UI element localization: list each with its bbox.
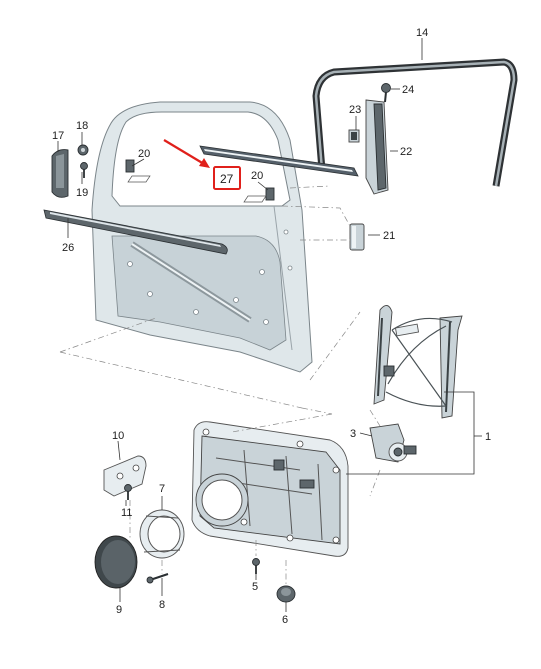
label-9: 9: [116, 604, 122, 616]
bracket-10: [103, 455, 147, 497]
window-motor-3: [369, 423, 417, 463]
highlight-box-27: [213, 166, 241, 190]
label-20-left: 20: [138, 148, 150, 160]
screw-11: [124, 484, 132, 500]
clip-20-left: [125, 159, 151, 183]
cover-disc-9: [94, 535, 138, 589]
part-labels: 14 24 23 22 21 17 18 19 20 20 27 26 10 1…: [52, 27, 491, 626]
screw-5: [252, 558, 260, 574]
speaker-ring-7: [139, 509, 185, 559]
clip-20-right: [243, 187, 275, 203]
label-7: 7: [159, 483, 165, 495]
label-22: 22: [400, 146, 412, 158]
label-18: 18: [76, 120, 88, 132]
cover-21: [349, 223, 365, 251]
grommet-6: [276, 585, 296, 603]
door-shell: [91, 101, 313, 373]
window-frame-seal: [312, 58, 518, 187]
label-19: 19: [76, 187, 88, 199]
highlight-arrow: [163, 139, 210, 168]
label-27: 27: [220, 172, 234, 186]
rivet-8: [146, 573, 169, 584]
label-11: 11: [121, 507, 132, 519]
leader-lines: [57, 38, 482, 612]
label-8: 8: [159, 599, 165, 611]
nut-18: [77, 144, 89, 156]
label-24: 24: [402, 84, 414, 96]
label-10: 10: [112, 430, 124, 442]
inner-window-seal: [199, 145, 359, 177]
label-6: 6: [282, 614, 288, 626]
door-module-carrier: [191, 421, 349, 557]
label-1: 1: [485, 431, 491, 443]
label-20-right: 20: [251, 170, 263, 182]
screw-19: [80, 162, 88, 178]
screw-24: [381, 83, 391, 103]
label-3: 3: [350, 428, 356, 440]
handle-17: [51, 149, 69, 198]
label-17: 17: [52, 130, 64, 142]
label-26: 26: [62, 242, 74, 254]
window-regulator: [373, 305, 463, 419]
clip-23: [348, 129, 360, 143]
label-14: 14: [416, 27, 428, 39]
label-5: 5: [252, 581, 258, 593]
label-23: 23: [349, 104, 361, 116]
alignment-lines: [59, 185, 381, 584]
outer-window-seal-26: [43, 209, 228, 255]
guide-rail: [365, 99, 389, 195]
label-21: 21: [383, 230, 395, 242]
